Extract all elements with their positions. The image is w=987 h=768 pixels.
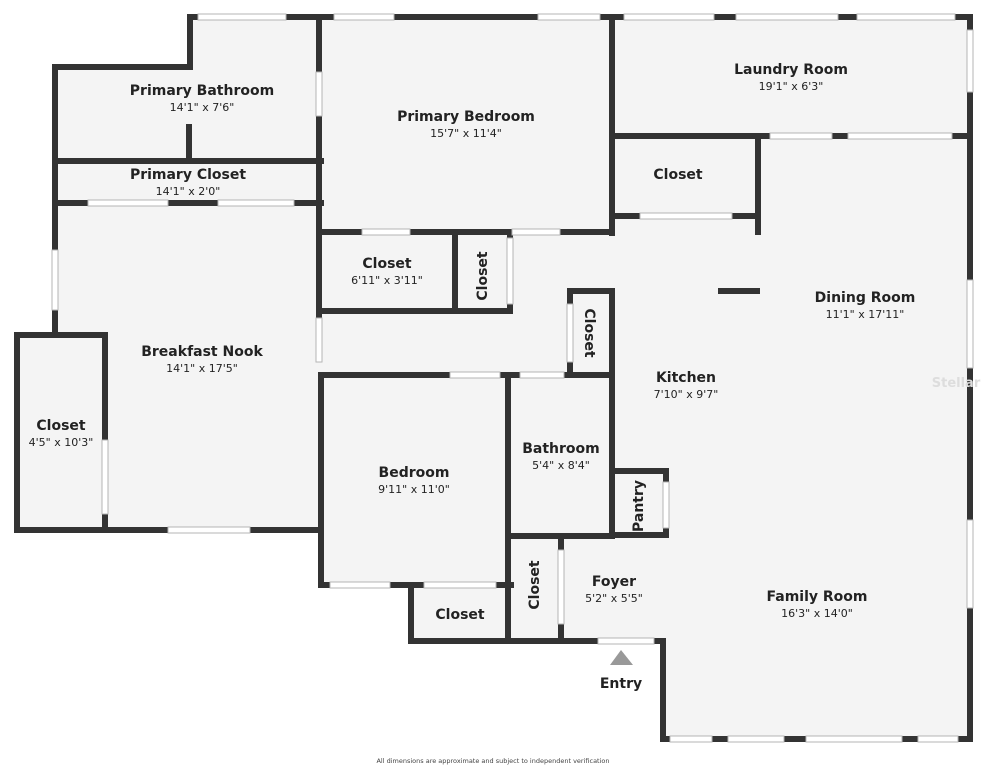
room-name-closet-upper-right: Closet (653, 167, 703, 183)
entry-label: Entry (600, 676, 642, 692)
room-name-primary-bathroom: Primary Bathroom (130, 83, 274, 99)
room-name-dining-room: Dining Room (815, 290, 916, 306)
room-name-bathroom: Bathroom (522, 441, 600, 457)
room-name-primary-closet: Primary Closet (130, 167, 246, 183)
watermark: Stellar (932, 376, 981, 391)
floor-fills (16, 16, 971, 740)
room-dim-kitchen: 7'10" x 9'7" (654, 388, 719, 401)
windows (51, 13, 974, 743)
room-name-family-room: Family Room (767, 589, 868, 605)
room-labels: Primary Bathroom 14'1" x 7'6" Primary Be… (29, 62, 916, 692)
room-dim-family-room: 16'3" x 14'0" (781, 607, 853, 620)
room-dim-dining-room: 11'1" x 17'11" (826, 308, 905, 321)
room-dim-bathroom: 5'4" x 8'4" (532, 459, 590, 472)
room-dim-foyer: 5'2" x 5'5" (585, 592, 643, 605)
room-name-primary-bedroom: Primary Bedroom (397, 109, 535, 125)
room-dim-closet-center: 6'11" x 3'11" (351, 274, 423, 287)
room-name-laundry-room: Laundry Room (734, 62, 848, 78)
room-name-closet-hall-vertical: Closet (581, 308, 597, 358)
room-name-pantry: Pantry (631, 480, 647, 532)
entry-arrow-icon (610, 650, 633, 665)
room-name-closet-foyer: Closet (527, 560, 543, 610)
room-dim-primary-bathroom: 14'1" x 7'6" (170, 101, 235, 114)
room-name-foyer: Foyer (592, 574, 636, 590)
room-name-kitchen: Kitchen (656, 370, 716, 386)
room-name-closet-left: Closet (36, 418, 86, 434)
room-name-closet-center: Closet (362, 256, 412, 272)
room-dim-breakfast-nook: 14'1" x 17'5" (166, 362, 238, 375)
room-dim-primary-bedroom: 15'7" x 11'4" (430, 127, 502, 140)
room-dim-bedroom: 9'11" x 11'0" (378, 483, 450, 496)
room-name-breakfast-nook: Breakfast Nook (141, 344, 263, 360)
disclaimer: All dimensions are approximate and subje… (376, 757, 609, 765)
room-name-closet-small-vertical: Closet (475, 251, 491, 301)
room-dim-primary-closet: 14'1" x 2'0" (156, 185, 221, 198)
room-dim-closet-left: 4'5" x 10'3" (29, 436, 94, 449)
room-name-bedroom: Bedroom (379, 465, 450, 481)
room-name-closet-bedroom: Closet (435, 607, 485, 623)
room-dim-laundry-room: 19'1" x 6'3" (759, 80, 824, 93)
